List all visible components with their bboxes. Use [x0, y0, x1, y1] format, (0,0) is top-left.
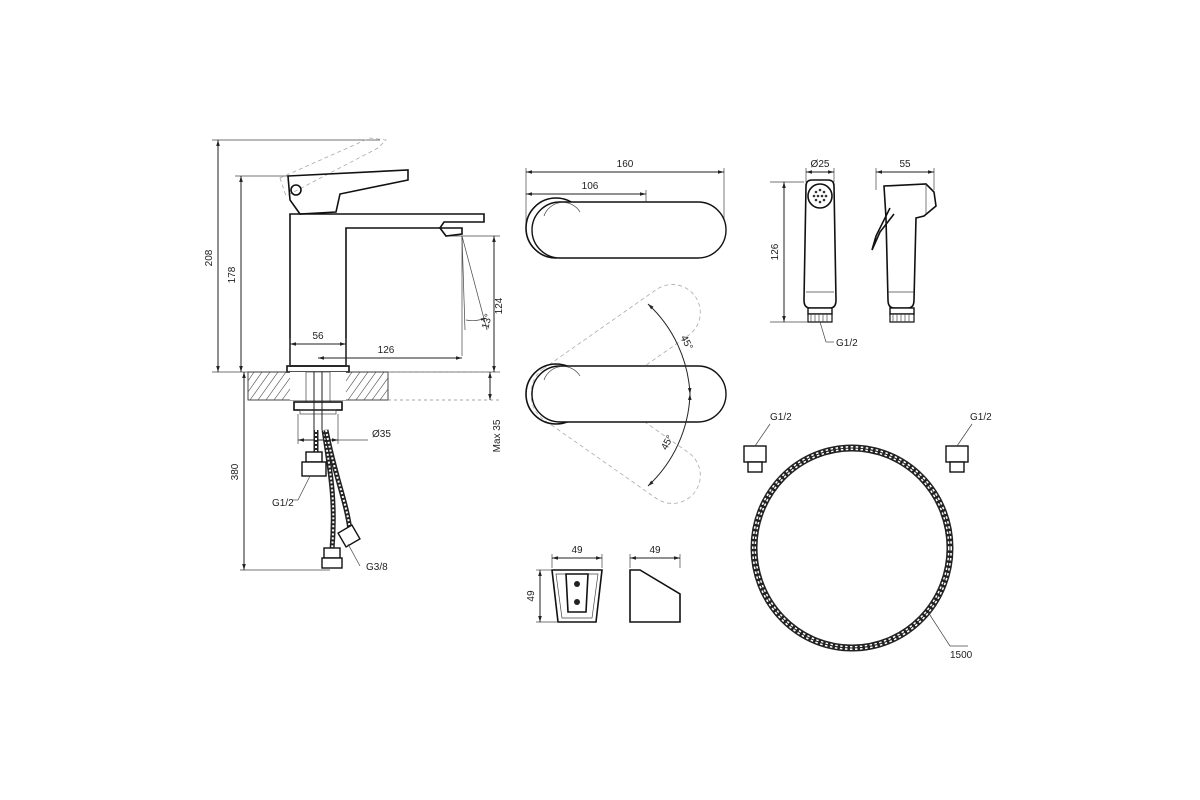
faucet-side-view: 208 178 13° 124 56 126 [204, 137, 505, 573]
dim-spout-reach-label: 126 [378, 345, 395, 356]
supply-hoses [301, 429, 361, 569]
hose-nut-left [743, 445, 767, 463]
lever-open-position-ghost [279, 137, 387, 197]
dim-shower-height-label: 126 [770, 243, 781, 260]
dim-overall-height-label: 208 [204, 249, 215, 266]
lever-top-view: 160 106 [525, 159, 727, 259]
hose-length-label: 1500 [950, 650, 973, 661]
shower-trigger [871, 207, 895, 251]
nozzle-holes [812, 188, 828, 204]
hose-nut-g38-b [337, 524, 361, 548]
holder-front [551, 569, 603, 623]
rotation-angle-down-label: 45° [659, 434, 676, 453]
faucet-body [289, 213, 485, 367]
hose-nut-g12 [301, 461, 327, 477]
mounting-nut [293, 401, 343, 411]
rotation-angle-up-label: 45° [678, 334, 695, 353]
hand-shower-front [803, 179, 837, 309]
shower-nozzle-face [807, 183, 833, 209]
faucet-lever [287, 169, 409, 215]
rotation-arc-up [647, 303, 692, 395]
hand-shower-side [883, 183, 937, 309]
dim-body-width-label: 56 [312, 331, 324, 342]
thread-g12-label: G1/2 [272, 498, 294, 509]
faucet-aerator [438, 227, 463, 237]
countertop-section [247, 371, 500, 401]
dim-spout-clearance-label: 124 [494, 297, 505, 314]
lever-handle-top [531, 201, 727, 259]
dim-body-height-label: 178 [227, 266, 238, 283]
hose-thread-left-label: G1/2 [770, 412, 792, 423]
lever-rotation-view: 45° 45° [525, 284, 727, 504]
dim-holder-height-label: 49 [526, 590, 537, 602]
dim-holder-side-label: 49 [649, 545, 661, 556]
dim-hose-length-label: 380 [230, 463, 241, 480]
dim-lever-total-label: 160 [617, 159, 634, 170]
lever-handle-neutral [531, 365, 727, 423]
shower-hose: G1/2 G1/2 1500 [743, 412, 992, 661]
hand-shower-views: Ø25 126 G1/2 55 [770, 159, 937, 349]
dim-shower-side-label: 55 [899, 159, 911, 170]
hose-nut-g38-a [321, 557, 343, 569]
hose-thread-right-label: G1/2 [970, 412, 992, 423]
shower-holder-views: 49 49 49 [526, 545, 681, 623]
lever-pivot [290, 184, 302, 196]
dim-deck-max-label: Max 35 [492, 419, 503, 452]
rotation-arc-down [647, 393, 692, 487]
dim-lever-length-label: 106 [582, 181, 599, 192]
holder-side [629, 569, 681, 623]
dim-angle-label: 13° [480, 313, 494, 330]
dim-holder-front-label: 49 [571, 545, 583, 556]
dim-shower-dia-label: Ø25 [811, 159, 830, 170]
dim-shank-dia-label: Ø35 [372, 429, 391, 440]
shower-thread-label: G1/2 [836, 338, 858, 349]
thread-g38-label: G3/8 [366, 562, 388, 573]
hose-nut-right [945, 445, 969, 463]
faucet-base [286, 365, 350, 373]
